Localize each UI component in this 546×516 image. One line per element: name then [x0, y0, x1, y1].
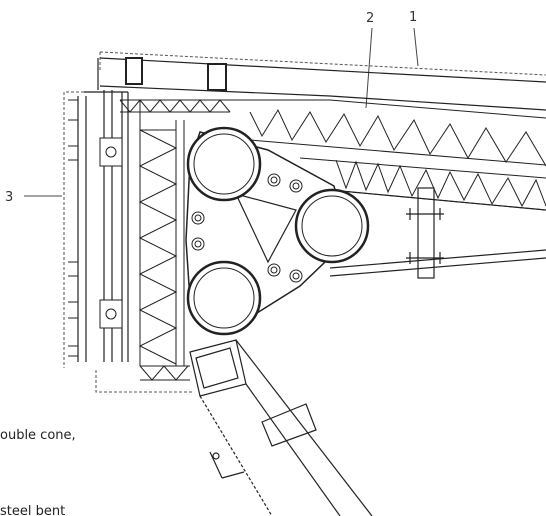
- bottom-angled-member: [189, 339, 373, 516]
- left-ticks: [68, 99, 78, 357]
- callout-1-label: 1: [409, 10, 417, 25]
- left-clamps: [99, 137, 123, 329]
- lower-plate: [329, 189, 546, 277]
- leader-lines: [24, 27, 419, 197]
- callout-2-label: 2: [366, 11, 374, 26]
- outer-dashed-envelope: [63, 51, 546, 393]
- tubes: [186, 126, 370, 336]
- tube-bottom: [186, 260, 262, 336]
- leader-1: [413, 27, 419, 67]
- caption-line-1: ouble cone,: [0, 428, 76, 443]
- top-beam: [97, 57, 546, 111]
- top-block-2: [207, 63, 227, 91]
- hub-bolts: [191, 173, 303, 283]
- left-vertical-truss: [138, 100, 185, 366]
- leader-2: [365, 27, 373, 109]
- top-block-1: [125, 57, 143, 85]
- tube-top: [186, 126, 262, 202]
- upper-truss: [119, 99, 546, 167]
- bottom-left-truss: [139, 365, 190, 381]
- tube-right: [294, 188, 370, 264]
- right-plate-bolt: [406, 187, 444, 279]
- caption-line-2: steel bent: [0, 504, 65, 516]
- callout-3-label: 3: [5, 190, 13, 205]
